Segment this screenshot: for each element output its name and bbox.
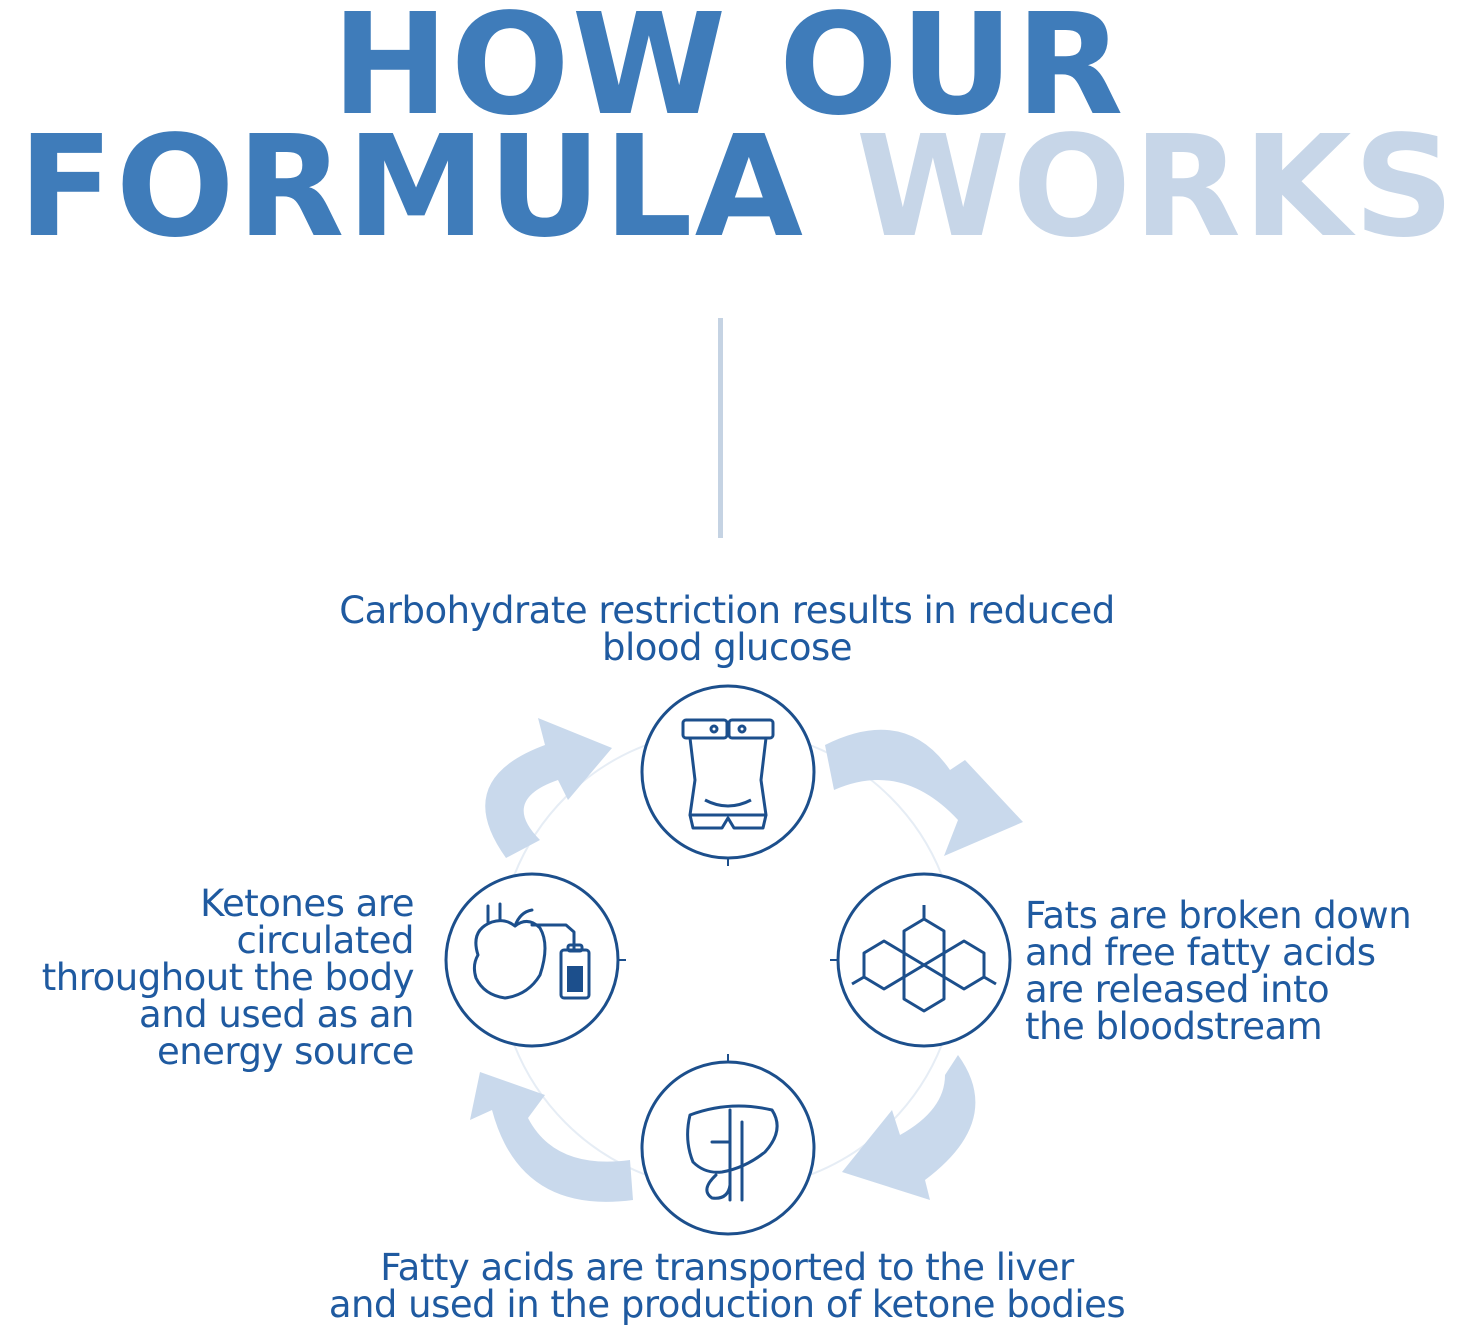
title-formula: FORMULA xyxy=(18,106,806,269)
liver-icon xyxy=(686,1104,779,1202)
title-works: WORKS xyxy=(855,106,1457,269)
cycle-arrow-left-top xyxy=(485,718,612,858)
molecule-icon xyxy=(851,905,997,1013)
node-circle-bottom xyxy=(640,1060,816,1236)
node-circle-left xyxy=(444,872,620,1048)
heart-battery-icon xyxy=(472,902,591,1000)
cycle-arrow-bottom-left xyxy=(470,1072,633,1202)
vertical-divider xyxy=(718,318,723,538)
title-line-1: HOW OUR xyxy=(331,0,1126,147)
step-fatty-acids-liver: Fatty acids are transported to the liver… xyxy=(328,1246,1126,1326)
title-line-2: FORMULA WORKS xyxy=(18,118,1456,258)
torso-icon xyxy=(681,718,775,830)
step-fats-broken-down: Fats are broken down and free fatty acid… xyxy=(1025,894,1412,1048)
cycle-arrow-right-bottom xyxy=(842,1055,976,1200)
node-circle-top xyxy=(640,684,816,860)
step-ketones-circulated: Ketones are circulated throughout the bo… xyxy=(41,882,415,1073)
step-carb-restriction: Carbohydrate restriction results in redu… xyxy=(339,589,1115,669)
cycle-arrow-top-right xyxy=(825,729,1023,856)
